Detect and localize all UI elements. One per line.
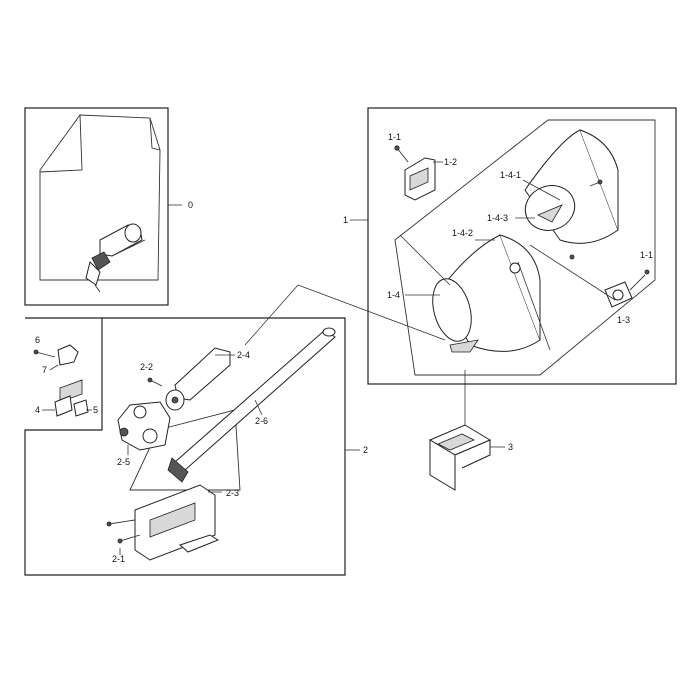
part-2-1-burner-bracket <box>134 484 220 561</box>
callout-1-1a: 1-1 <box>388 132 401 142</box>
callout-1-4: 1-4 <box>387 290 400 300</box>
part-1-2-bracket <box>404 157 443 201</box>
leader-drum-connection <box>297 284 446 341</box>
callout-5: 5 <box>93 405 98 415</box>
callout-6: 6 <box>35 335 40 345</box>
callout-1-3: 1-3 <box>617 315 630 325</box>
assembly-0-frame <box>24 107 182 306</box>
callout-1-4-1: 1-4-1 <box>500 170 521 180</box>
part-6-screw <box>33 349 56 358</box>
callout-2-2: 2-2 <box>140 362 153 372</box>
part-3-bracket <box>428 424 492 491</box>
part-2-4-igniter <box>165 347 231 411</box>
callout-2-4: 2-4 <box>237 350 250 360</box>
part-1-4-1-cylinder <box>524 129 619 244</box>
callout-2-3: 2-3 <box>226 488 239 498</box>
part-2-6-burner-tube <box>167 327 336 483</box>
callout-1-4-3: 1-4-3 <box>487 213 508 223</box>
callout-1-1b: 1-1 <box>640 250 653 260</box>
callout-2: 2 <box>363 445 368 455</box>
callout-2-6: 2-6 <box>255 416 268 426</box>
callout-3: 3 <box>508 442 513 452</box>
part-2-5-gas-valve <box>117 401 171 451</box>
part-1-4-2-cylinder <box>432 234 541 353</box>
callout-7: 7 <box>42 365 47 375</box>
part-7-clip <box>57 344 79 366</box>
part-4-coil <box>54 379 83 417</box>
part-1-3-sensor <box>604 274 646 308</box>
callout-2-1: 2-1 <box>112 554 125 564</box>
callout-1-4-2: 1-4-2 <box>452 228 473 238</box>
part-1-1-screw-a <box>394 145 409 163</box>
callout-0: 0 <box>188 200 193 210</box>
callout-4: 4 <box>35 405 40 415</box>
leader-tube-to-drum <box>244 284 299 346</box>
assembly-0-valve <box>85 223 146 293</box>
callout-2-5: 2-5 <box>117 457 130 467</box>
assembly-1-frame <box>367 107 677 385</box>
callout-1: 1 <box>343 215 348 225</box>
callout-1-2: 1-2 <box>444 157 457 167</box>
part-5-coil <box>73 399 89 417</box>
